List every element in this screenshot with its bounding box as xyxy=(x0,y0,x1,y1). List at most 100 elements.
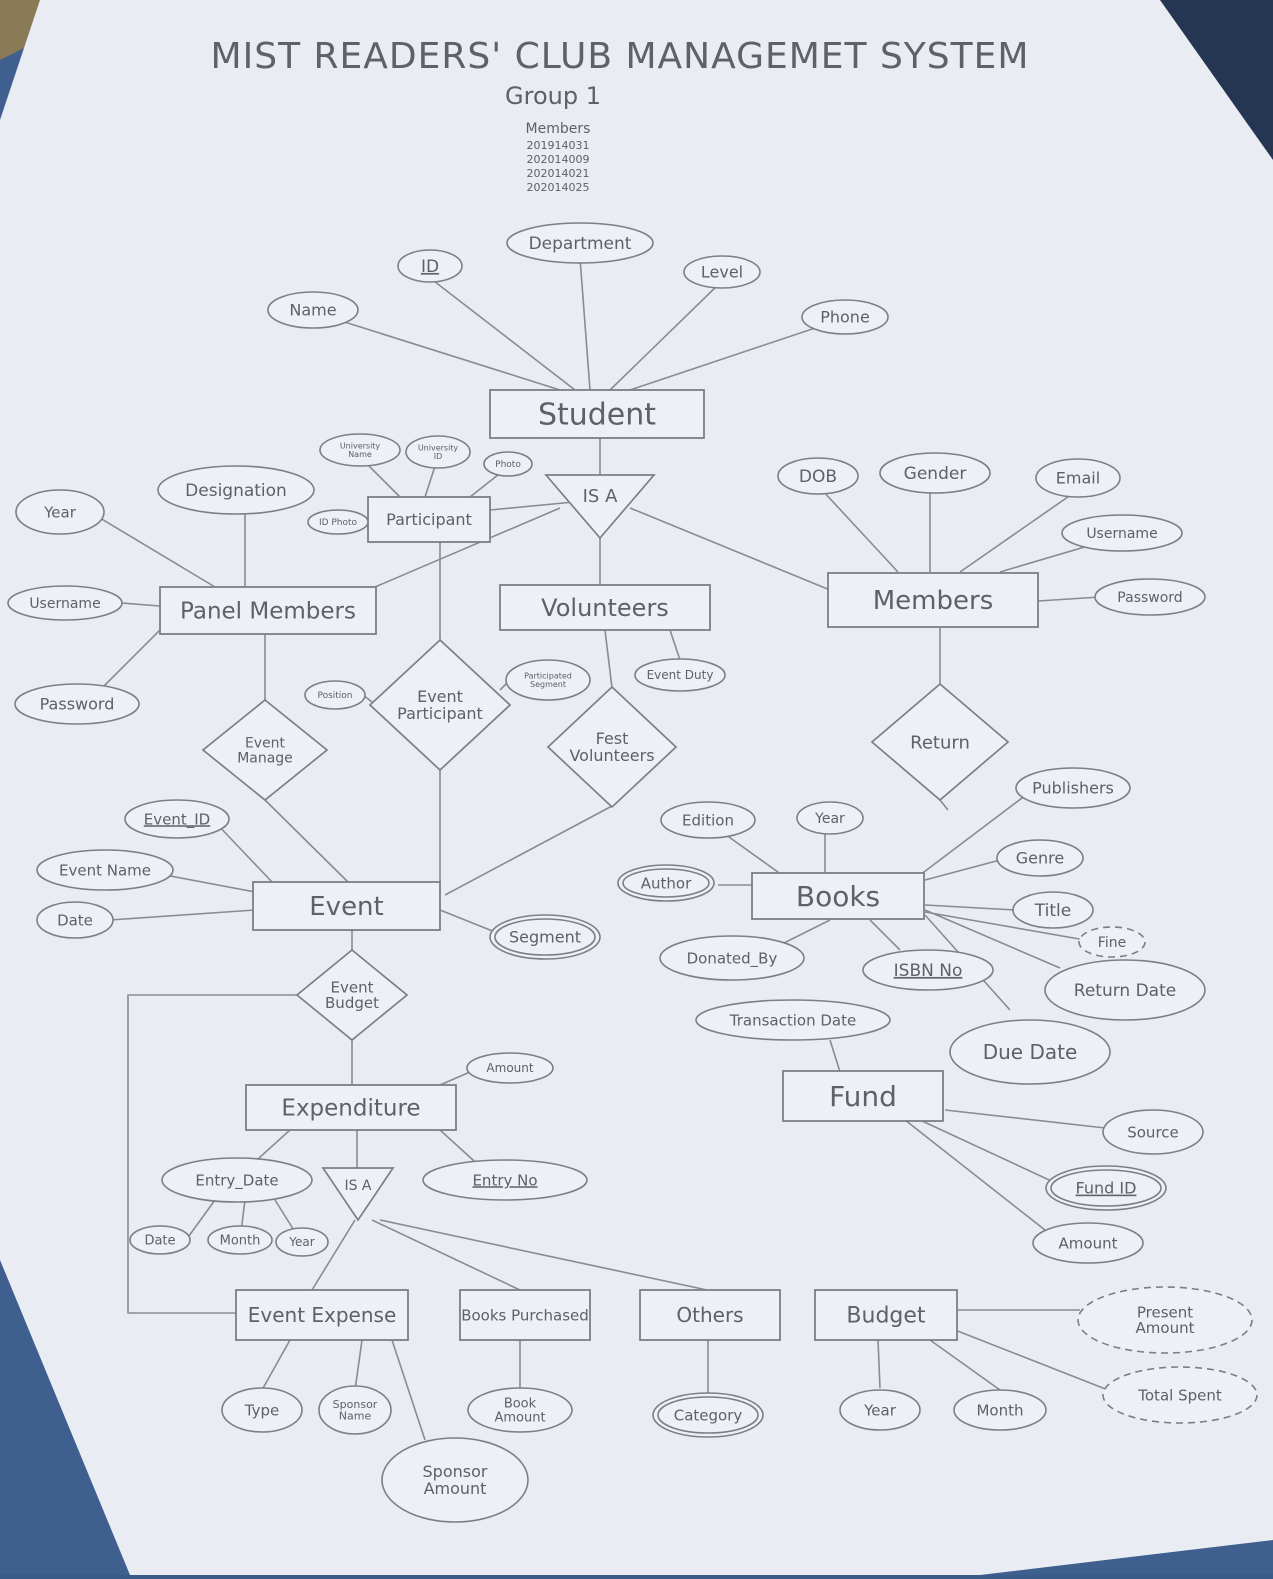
attr-publishers-label: Publishers xyxy=(1032,779,1114,798)
connector-18 xyxy=(821,489,899,573)
attr-entry-date-label: Entry_Date xyxy=(195,1171,278,1190)
members-label: Members xyxy=(526,121,591,137)
attr-month-budget-ellipse xyxy=(953,1389,1047,1431)
connector-71 xyxy=(829,1039,841,1073)
connector-53 xyxy=(391,1339,426,1441)
entity-members-label: Members xyxy=(873,586,994,616)
attr-genre: Genre xyxy=(996,839,1084,877)
attr-department: Department xyxy=(506,222,654,264)
entity-expenditure-box xyxy=(245,1084,457,1131)
attr-id: ID xyxy=(397,249,463,283)
entity-student: Student xyxy=(489,389,705,439)
attr-password-members: Password xyxy=(1094,578,1206,616)
attr-author-inner-ellipse xyxy=(622,868,710,898)
attr-password-panel-label: Password xyxy=(40,695,115,714)
isa-top: IS A xyxy=(544,474,656,540)
attr-gender-ellipse xyxy=(879,452,991,494)
attr-entry-date: Entry_Date xyxy=(161,1157,313,1203)
entity-fund-label: Fund xyxy=(829,1080,897,1113)
attr-amount-fund-label: Amount xyxy=(1059,1234,1118,1252)
group-label: Group 1 xyxy=(505,82,601,110)
attr-event-duty-label: Event Duty xyxy=(647,668,714,682)
connector-0 xyxy=(312,311,561,391)
attr-password-members-ellipse xyxy=(1094,578,1206,616)
entity-budget-box xyxy=(814,1289,958,1341)
attr-amount-exp-ellipse xyxy=(466,1052,554,1084)
connector-15 xyxy=(94,514,216,588)
entity-panel-members-box xyxy=(159,586,377,635)
attr-date-exp-ellipse xyxy=(129,1225,191,1255)
attr-source-ellipse xyxy=(1102,1109,1204,1155)
entity-panel-members-label: Panel Members xyxy=(180,599,356,625)
attr-amount-fund-ellipse xyxy=(1032,1222,1144,1264)
attr-amount-exp: Amount xyxy=(466,1052,554,1084)
attr-name-label: Name xyxy=(289,301,336,320)
attr-participated-segment-ellipse xyxy=(505,659,591,701)
attr-name: Name xyxy=(267,291,359,329)
attr-event-duty-ellipse xyxy=(634,658,726,692)
connector-7 xyxy=(374,507,561,588)
connector-24 xyxy=(939,799,949,811)
attr-title-ellipse xyxy=(1012,891,1094,929)
connector-1 xyxy=(429,277,576,391)
entity-event-label: Event xyxy=(309,892,383,922)
connector-37 xyxy=(439,909,501,935)
attr-year-budget: Year xyxy=(839,1389,921,1431)
attr-month-exp-label: Month xyxy=(220,1234,261,1249)
attr-edition-ellipse xyxy=(660,801,756,839)
attr-dob: DOB xyxy=(777,457,859,495)
attr-dob-label: DOB xyxy=(799,467,837,487)
entity-others-label: Others xyxy=(676,1303,743,1327)
entity-members: Members xyxy=(827,572,1039,628)
attr-segment: Segment xyxy=(489,914,601,960)
attr-isbn-no-ellipse xyxy=(862,949,994,991)
attr-entry-no-ellipse xyxy=(422,1159,588,1201)
connector-17 xyxy=(99,629,161,691)
connector-4 xyxy=(629,317,846,391)
attr-department-ellipse xyxy=(506,222,654,264)
attr-photo: Photo xyxy=(483,451,533,477)
rel-event-participant-diamond xyxy=(368,638,512,772)
attr-position-label: Position xyxy=(317,691,352,701)
connector-32 xyxy=(264,799,349,883)
attr-username-panel-ellipse xyxy=(7,585,123,621)
connector-25 xyxy=(669,629,681,661)
rel-return: Return xyxy=(870,682,1010,802)
isa-top-label: IS A xyxy=(583,486,618,507)
attr-year-budget-label: Year xyxy=(863,1401,897,1419)
isa-top-triangle xyxy=(544,474,656,540)
attr-edition: Edition xyxy=(660,801,756,839)
attr-type-label: Type xyxy=(244,1401,279,1419)
attr-transaction-date-label: Transaction Date xyxy=(729,1011,856,1029)
attr-segment-label: Segment xyxy=(509,928,581,947)
member-id-3: 202014021 xyxy=(527,167,590,180)
attr-month-exp: Month xyxy=(207,1225,273,1255)
attr-entry-no: Entry No xyxy=(422,1159,588,1201)
attr-username-members: Username xyxy=(1061,514,1183,552)
isa-bottom-triangle xyxy=(321,1167,395,1222)
connector-41 xyxy=(439,1071,471,1086)
attr-date-exp: Date xyxy=(129,1225,191,1255)
connector-73 xyxy=(919,1119,1061,1186)
attr-total-spent-label: Total Spent xyxy=(1137,1386,1222,1404)
attr-amount-exp-label: Amount xyxy=(486,1061,533,1075)
member-id-2: 202014009 xyxy=(527,153,590,166)
connector-3 xyxy=(609,282,721,391)
connector-62 xyxy=(919,791,1031,876)
attr-fine-label: Fine xyxy=(1098,935,1126,951)
attr-source: Source xyxy=(1102,1109,1204,1155)
attr-fund-id: Fund ID xyxy=(1045,1165,1167,1211)
attr-category-label: Category xyxy=(674,1406,743,1424)
entity-event-expense: Event Expense xyxy=(235,1289,409,1341)
attr-name-ellipse xyxy=(267,291,359,329)
